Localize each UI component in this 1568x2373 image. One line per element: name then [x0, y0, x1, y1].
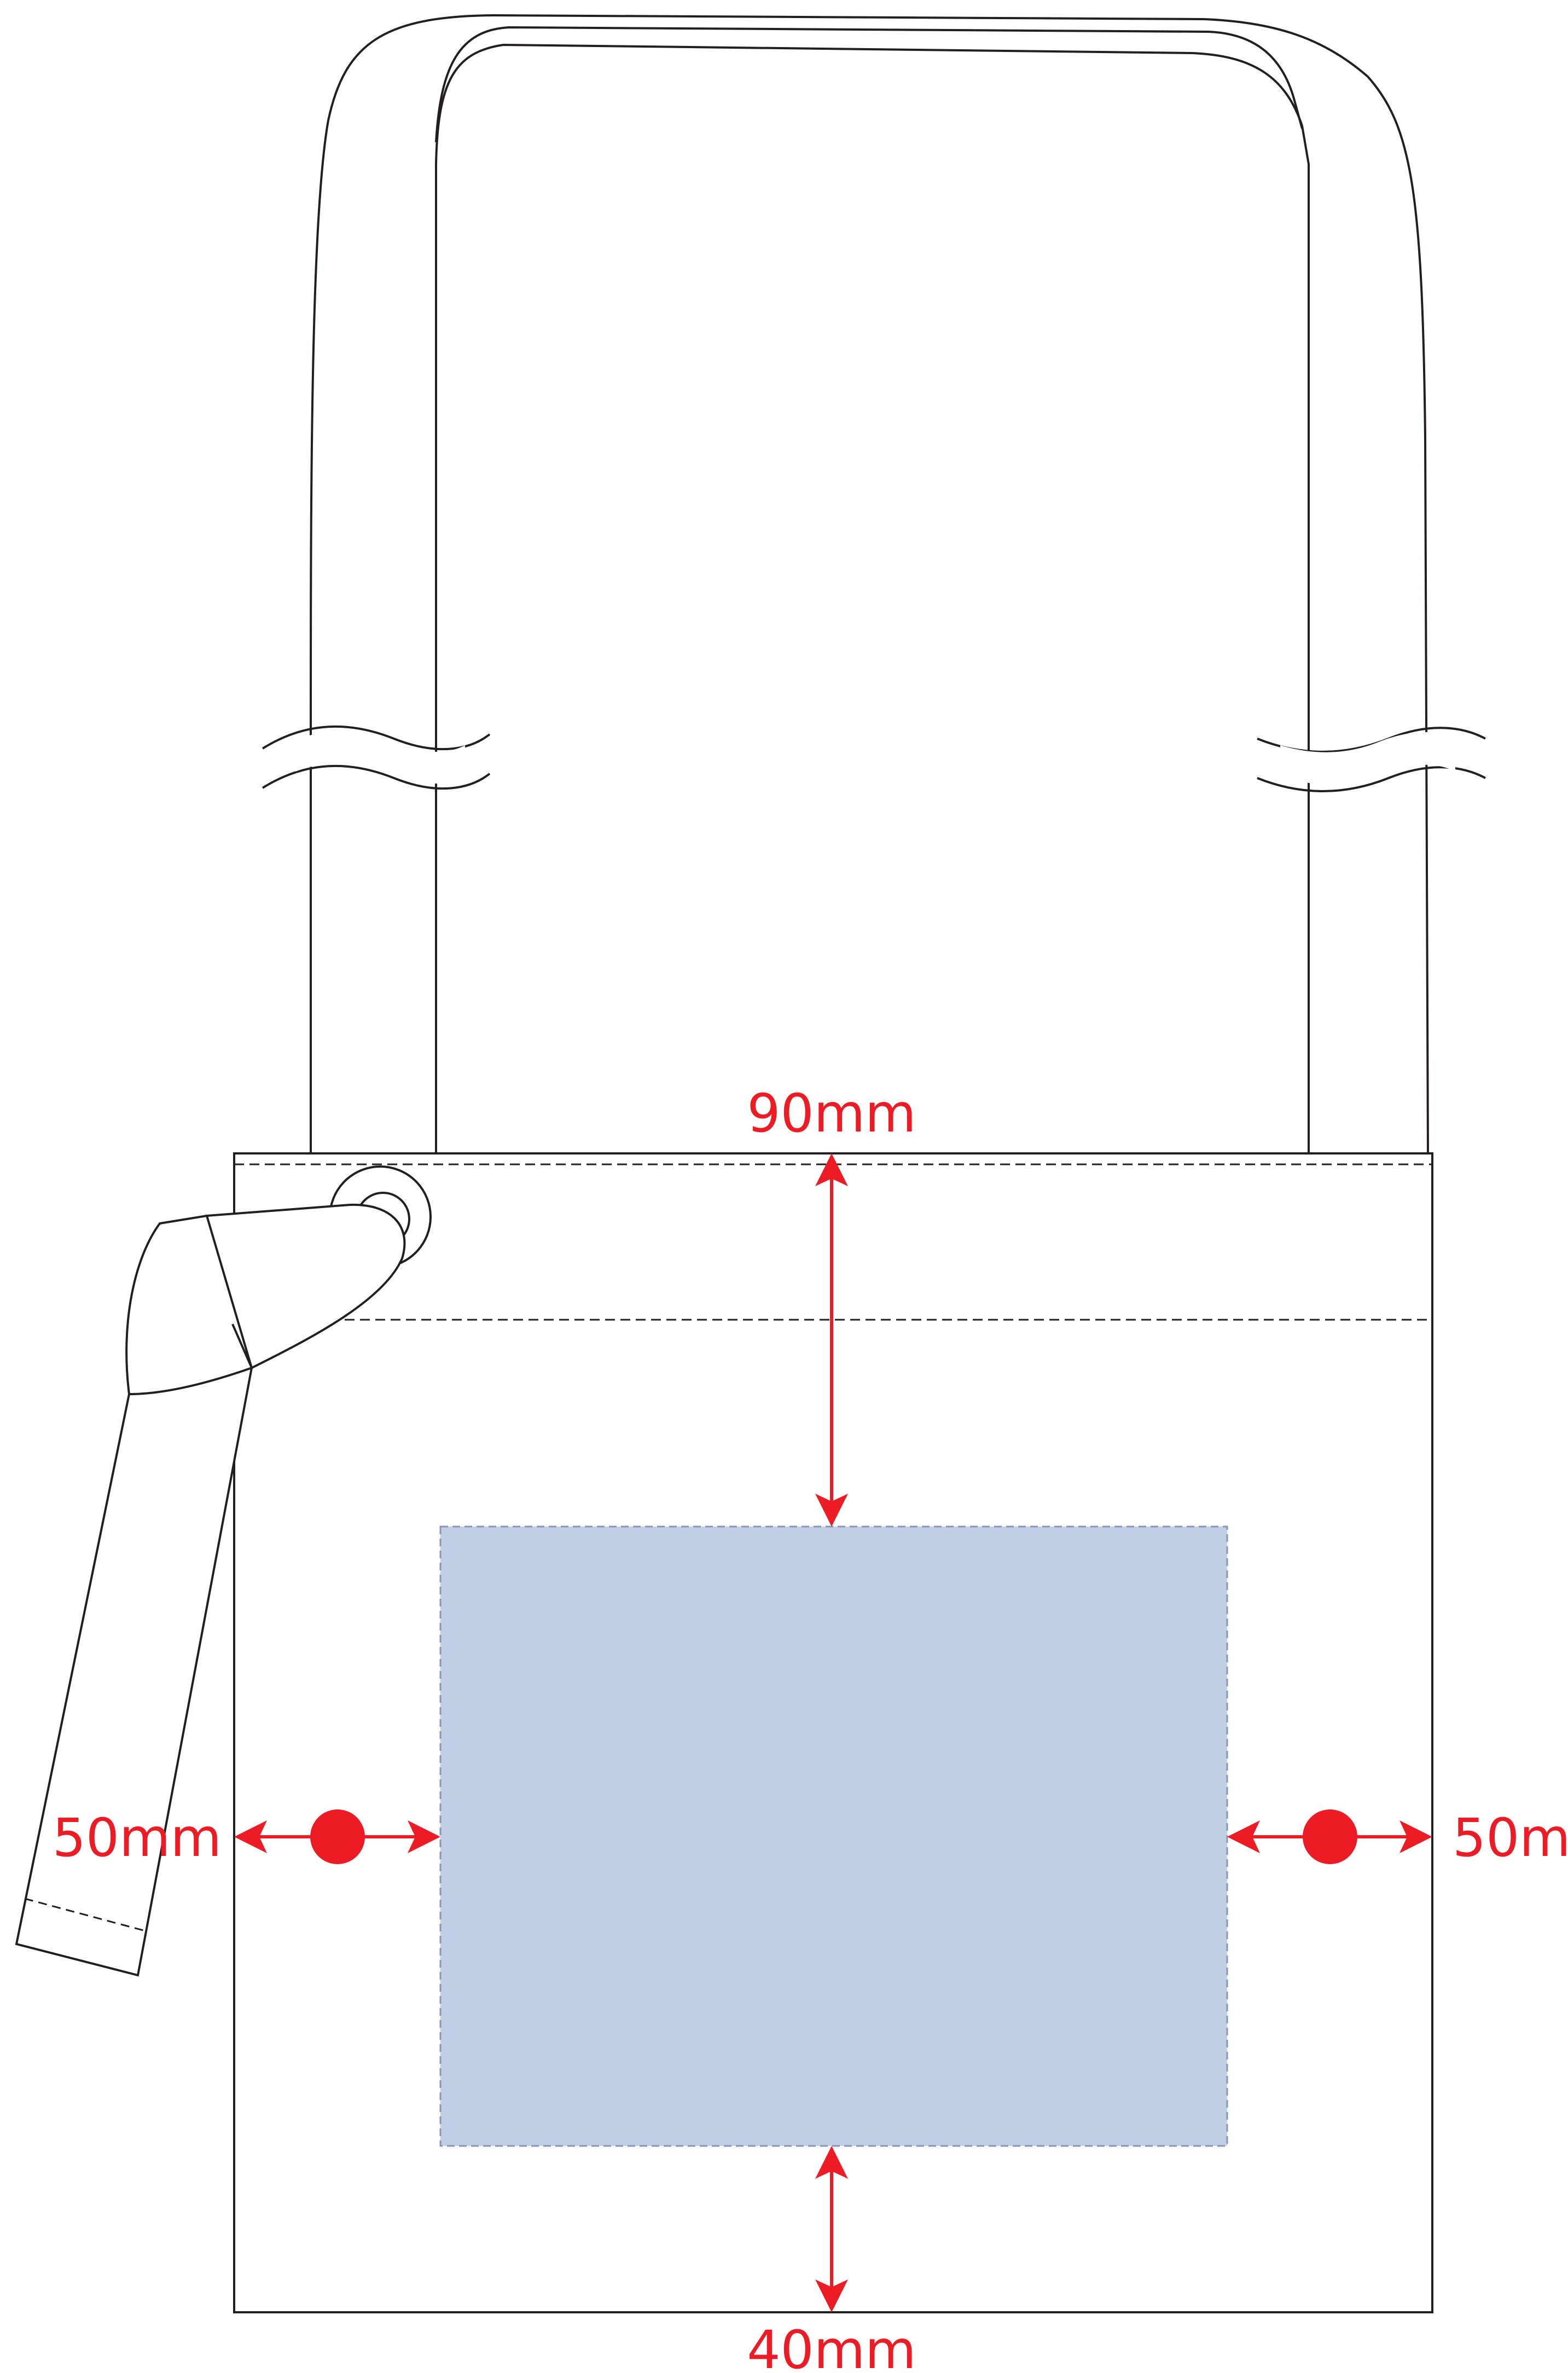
strap-tab-crease	[231, 1324, 253, 1368]
top-arrow-head-down	[815, 1494, 848, 1527]
break-gaps	[295, 731, 1455, 784]
break-mark-left-bottom	[262, 764, 491, 790]
bottom-margin-label: 40mm	[747, 2319, 916, 2373]
right-arrow-head-right	[1399, 1820, 1432, 1853]
strap-outer-edge	[310, 14, 1429, 1154]
strap-tab-hanging-part	[15, 1366, 253, 1977]
left-margin-label: 50mm	[53, 1807, 222, 1869]
strap-fold-line	[435, 26, 1303, 143]
arrow-heads	[234, 1153, 1432, 2312]
strap-tab	[15, 1203, 406, 1977]
break-mark-right-bottom	[1257, 766, 1486, 792]
right-center-dot	[1303, 1809, 1357, 1864]
shoulder-strap	[310, 14, 1429, 1154]
right-margin-label: 50mm	[1453, 1807, 1568, 1869]
print-area	[439, 1525, 1228, 2147]
left-arrow-head-left	[234, 1820, 267, 1853]
right-arrow-head-left	[1227, 1820, 1260, 1853]
bottom-arrow-head-down	[815, 2279, 848, 2312]
top-arrow-head-up	[815, 1153, 848, 1186]
left-arrow-head-right	[408, 1820, 440, 1853]
strap-inner-edge	[435, 43, 1310, 1153]
bottom-arrow-head-up	[815, 2146, 848, 2179]
left-center-dot	[310, 1809, 365, 1864]
strap-tab-loop-fold	[125, 1214, 253, 1396]
strap-tab-stitch	[24, 1898, 144, 1931]
strap-tab-loop-front	[205, 1203, 406, 1370]
top-margin-label: 90mm	[747, 1083, 916, 1144]
